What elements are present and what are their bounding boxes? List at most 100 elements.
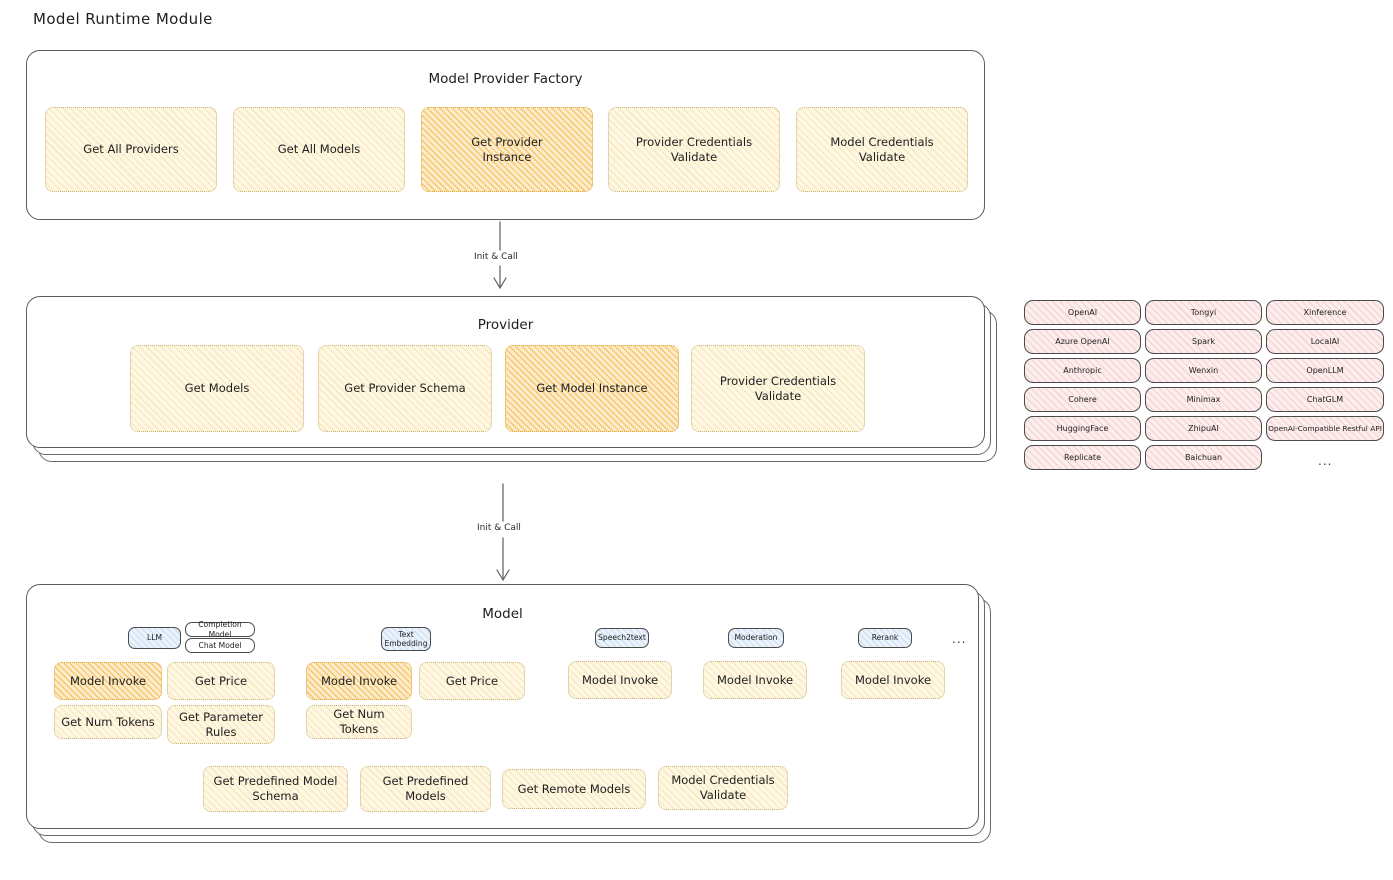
provider-chip-zhipuai[interactable]: ZhipuAI <box>1145 416 1262 441</box>
provider-chip-label: Minimax <box>1186 395 1221 404</box>
provider-chip-minimax[interactable]: Minimax <box>1145 387 1262 412</box>
method-label: Model Credentials Validate <box>671 773 775 802</box>
provider-node-label: Get Provider Schema <box>344 381 466 396</box>
model-subtype-label: Completion Model <box>198 620 242 639</box>
method-label: Get Predefined Models <box>382 774 469 803</box>
text-embedding-method-model-invoke[interactable]: Model Invoke <box>306 662 412 700</box>
factory-node-get-all-providers[interactable]: Get All Providers <box>45 107 217 192</box>
model-type-chip-moderation[interactable]: Moderation <box>728 628 784 648</box>
factory-node-provider-credentials-validate[interactable]: Provider Credentials Validate <box>608 107 780 192</box>
text-embedding-method-get-num-tokens[interactable]: Get Num Tokens <box>306 705 412 739</box>
speech2text-method-model-invoke[interactable]: Model Invoke <box>568 661 672 699</box>
provider-node-label: Provider Credentials Validate <box>719 373 837 403</box>
method-label: Model Invoke <box>581 672 659 687</box>
method-label: Model Invoke <box>320 673 398 688</box>
provider-chip-label: Azure OpenAI <box>1055 337 1110 346</box>
provider-chip-label: Cohere <box>1068 395 1097 404</box>
provider-node-get-model-instance[interactable]: Get Model Instance <box>505 345 679 432</box>
provider-chip-label: LocalAI <box>1310 337 1340 346</box>
provider-chip-label: Spark <box>1192 337 1215 346</box>
model-type-chip-rerank[interactable]: Rerank <box>858 628 912 648</box>
rerank-method-model-invoke[interactable]: Model Invoke <box>841 661 945 699</box>
factory-node-label: Get All Providers <box>83 142 179 157</box>
provider-chip-label: Replicate <box>1063 453 1101 462</box>
llm-method-get-price[interactable]: Get Price <box>167 662 275 700</box>
arrow-label-init-and-call-2: Init & Call <box>477 523 521 533</box>
provider-node-label: Get Model Instance <box>536 381 648 396</box>
llm-method-model-invoke[interactable]: Model Invoke <box>54 662 162 700</box>
method-label: Get Parameter Rules <box>179 709 263 739</box>
method-label: Model Invoke <box>854 672 932 687</box>
provider-node-get-models[interactable]: Get Models <box>130 345 304 432</box>
model-subtype-label: Chat Model <box>198 640 242 650</box>
provider-node-get-provider-schema[interactable]: Get Provider Schema <box>318 345 492 432</box>
model-type-chip-llm[interactable]: LLM <box>128 627 181 649</box>
model-common-get-predefined-models[interactable]: Get Predefined Models <box>360 766 491 812</box>
model-type-chip-label: Moderation <box>734 633 778 643</box>
method-label: Get Price <box>194 673 248 688</box>
provider-chip-label: Wenxin <box>1188 366 1219 375</box>
factory-node-label: Get Provider Instance <box>471 134 543 164</box>
factory-node-get-provider-instance[interactable]: Get Provider Instance <box>421 107 593 192</box>
provider-chip-openai[interactable]: OpenAI <box>1024 300 1141 325</box>
provider-chip-anthropic[interactable]: Anthropic <box>1024 358 1141 383</box>
llm-method-get-parameter-rules[interactable]: Get Parameter Rules <box>167 705 275 744</box>
factory-node-get-all-models[interactable]: Get All Models <box>233 107 405 192</box>
model-type-chip-label: LLM <box>146 633 162 643</box>
provider-list: OpenAI Azure OpenAI Anthropic Cohere Hug… <box>1024 300 1384 480</box>
model-type-chip-speech2text[interactable]: Speech2text <box>595 628 649 648</box>
method-label: Model Invoke <box>69 673 147 688</box>
model-title: Model <box>482 606 523 622</box>
provider-chip-openai-compatible-restful-api[interactable]: OpenAI-Compatible Restful API <box>1266 416 1384 441</box>
model-provider-factory-title: Model Provider Factory <box>428 71 583 87</box>
model-type-chip-label: Speech2text <box>598 633 646 643</box>
provider-chip-label: Anthropic <box>1063 366 1102 375</box>
method-label: Get Predefined Model Schema <box>213 774 338 803</box>
method-label: Get Remote Models <box>517 781 631 796</box>
provider-chip-replicate[interactable]: Replicate <box>1024 445 1141 470</box>
model-type-chip-text-embedding[interactable]: Text Embedding <box>381 627 431 651</box>
provider-chip-label: OpenLLM <box>1306 366 1344 375</box>
provider-chip-azure-openai[interactable]: Azure OpenAI <box>1024 329 1141 354</box>
method-label: Get Num Tokens <box>333 707 385 736</box>
provider-list-more: ... <box>1318 454 1333 468</box>
provider-chip-openllm[interactable]: OpenLLM <box>1266 358 1384 383</box>
provider-chip-localai[interactable]: LocalAI <box>1266 329 1384 354</box>
provider-chip-label: Xinference <box>1303 308 1347 317</box>
provider-node-provider-credentials-validate[interactable]: Provider Credentials Validate <box>691 345 865 432</box>
model-subtype-completion-model[interactable]: Completion Model <box>185 620 255 639</box>
model-common-model-credentials-validate[interactable]: Model Credentials Validate <box>658 766 788 810</box>
model-common-get-predefined-model-schema[interactable]: Get Predefined Model Schema <box>203 766 348 812</box>
page-title: Model Runtime Module <box>33 10 213 28</box>
method-label: Get Num Tokens <box>61 714 155 729</box>
model-type-chip-label: Rerank <box>871 633 899 643</box>
factory-node-label: Get All Models <box>277 142 361 157</box>
provider-chip-label: Tongyi <box>1190 308 1217 317</box>
llm-method-get-num-tokens[interactable]: Get Num Tokens <box>54 705 162 739</box>
provider-chip-cohere[interactable]: Cohere <box>1024 387 1141 412</box>
provider-node-label: Get Models <box>184 381 250 396</box>
provider-chip-tongyi[interactable]: Tongyi <box>1145 300 1262 325</box>
model-type-chip-label: Text Embedding <box>384 629 428 648</box>
provider-chip-huggingface[interactable]: HuggingFace <box>1024 416 1141 441</box>
method-label: Get Price <box>445 673 499 688</box>
provider-chip-chatglm[interactable]: ChatGLM <box>1266 387 1384 412</box>
provider-chip-label: ZhipuAI <box>1188 424 1219 433</box>
provider-chip-xinference[interactable]: Xinference <box>1266 300 1384 325</box>
provider-chip-baichuan[interactable]: Baichuan <box>1145 445 1262 470</box>
method-label: Model Invoke <box>716 672 794 687</box>
provider-title: Provider <box>477 317 534 333</box>
provider-chip-wenxin[interactable]: Wenxin <box>1145 358 1262 383</box>
factory-node-label: Model Credentials Validate <box>830 134 934 164</box>
provider-chip-label: ChatGLM <box>1306 395 1344 404</box>
factory-node-model-credentials-validate[interactable]: Model Credentials Validate <box>796 107 968 192</box>
provider-chip-spark[interactable]: Spark <box>1145 329 1262 354</box>
model-subtype-chat-model[interactable]: Chat Model <box>185 638 255 653</box>
moderation-method-model-invoke[interactable]: Model Invoke <box>703 661 807 699</box>
arrow-label-init-and-call-1: Init & Call <box>474 252 518 262</box>
text-embedding-method-get-price[interactable]: Get Price <box>419 662 525 700</box>
model-common-get-remote-models[interactable]: Get Remote Models <box>502 769 646 809</box>
